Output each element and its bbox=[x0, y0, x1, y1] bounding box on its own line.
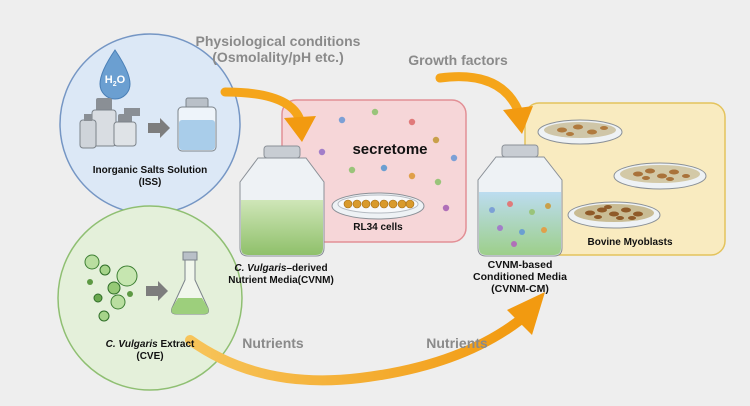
h2o-label: H2O bbox=[104, 74, 126, 89]
nutrients-label-1: Nutrients bbox=[242, 335, 304, 351]
myoblast-dish-icon bbox=[613, 162, 707, 190]
nutrients-label-2: Nutrients bbox=[426, 335, 488, 351]
myoblast-dish-icon bbox=[537, 119, 623, 145]
bovine-myoblasts-label: Bovine Myoblasts bbox=[587, 237, 673, 248]
flask-icon bbox=[171, 251, 209, 315]
cve-circle bbox=[57, 205, 243, 391]
right-arrow-icon bbox=[146, 281, 168, 301]
nutrients-arrow bbox=[185, 292, 545, 386]
cve-label: C. Vulgaris Extract (CVE) bbox=[105, 339, 195, 362]
cvnm-bottle-icon bbox=[239, 145, 325, 257]
reagent-bottles-icon bbox=[79, 98, 140, 149]
physiological-arrow bbox=[220, 87, 316, 142]
cvnm-label: C. Vulgaris–derived Nutrient Media(CVNM) bbox=[228, 263, 334, 286]
secretome-label: secretome bbox=[352, 141, 428, 158]
cvnm-cm-bottle-icon bbox=[477, 144, 563, 257]
right-arrow-icon bbox=[148, 118, 170, 138]
iss-label: Inorganic Salts Solution (ISS) bbox=[92, 165, 208, 188]
water-drop-icon bbox=[99, 49, 131, 100]
growth-factors-label: Growth factors bbox=[408, 52, 508, 68]
myoblast-dish-icon bbox=[567, 201, 661, 229]
cvnm-cm-label: CVNM-based Conditioned Media (CVNM-CM) bbox=[473, 259, 567, 296]
rl34-label: RL34 cells bbox=[353, 222, 403, 233]
physiological-conditions-label: Physiological conditions (Osmolality/pH … bbox=[195, 33, 361, 66]
iss-bottle-icon bbox=[177, 97, 217, 152]
rl34-dish-icon bbox=[331, 192, 425, 220]
algae-cells-icon bbox=[84, 254, 138, 322]
growth-factors-arrow bbox=[435, 72, 533, 134]
secretome-particles bbox=[318, 108, 458, 212]
